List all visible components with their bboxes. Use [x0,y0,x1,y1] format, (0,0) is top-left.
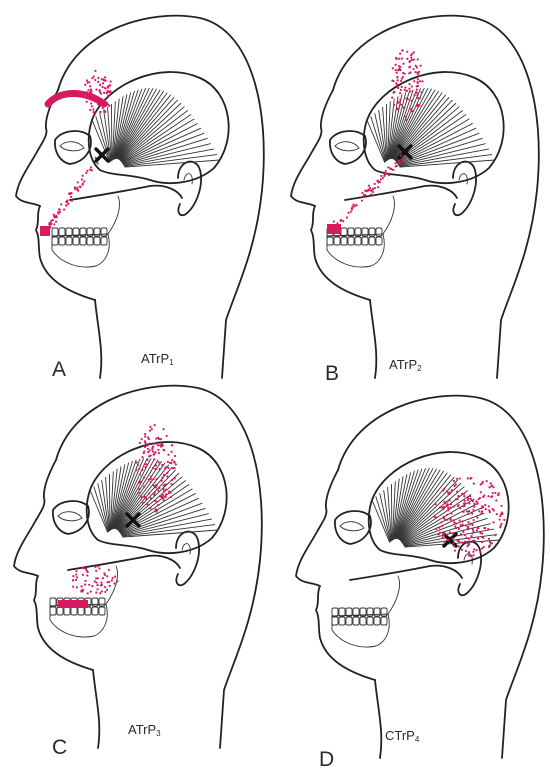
panel-letter: B [325,362,339,386]
head-skull-temporalis-icon [275,390,550,780]
trigger-point-label: ATrP1 [141,351,174,367]
trigger-point-label: ATrP3 [128,722,161,738]
panel-letter: C [52,736,67,760]
panel-b: B ATrP2 [275,0,550,390]
panel-letter: A [52,358,66,382]
head-skull-temporalis-icon [0,0,275,390]
trigger-point-label: ATrP2 [389,357,422,373]
panel-a: A ATrP1 [0,0,275,390]
panel-d: D CTrP4 [275,390,550,780]
trigger-point-label: CTrP4 [385,728,419,744]
panel-c: C ATrP3 [0,390,275,780]
panel-letter: D [319,748,334,772]
head-skull-temporalis-icon [275,0,550,390]
